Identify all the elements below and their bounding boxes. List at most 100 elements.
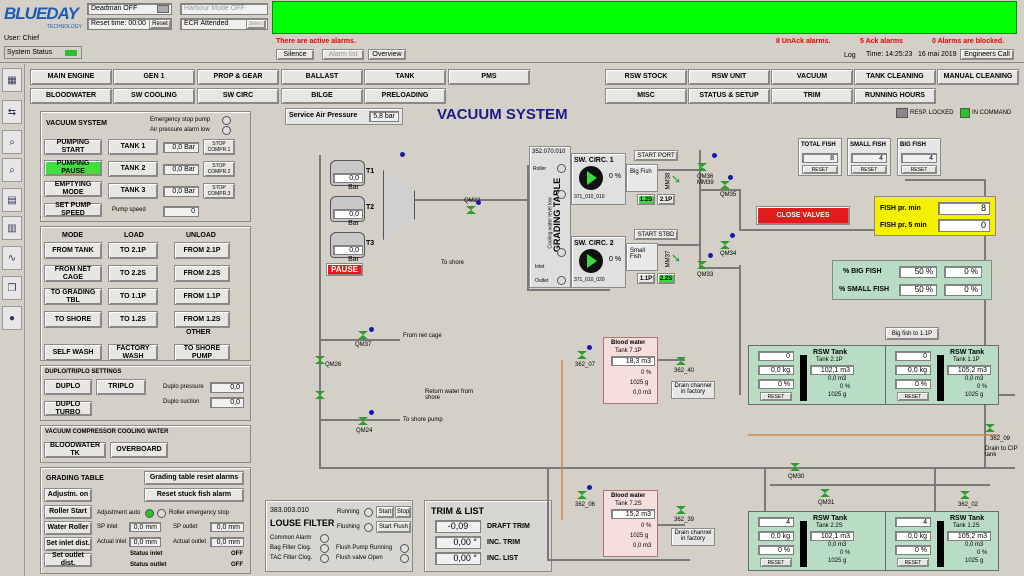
rsw-reset-button[interactable]: RESET xyxy=(897,392,929,401)
counter-reset-button[interactable]: RESET xyxy=(901,165,937,174)
vacuum-tank-button[interactable]: TANK 2 xyxy=(108,161,158,177)
valve-qm31[interactable] xyxy=(820,488,830,498)
counter-reset-button[interactable]: RESET xyxy=(802,165,838,174)
valve-qm30[interactable] xyxy=(790,462,800,472)
reset-button[interactable]: Reset xyxy=(149,19,171,29)
pumping-start-button[interactable]: PUMPING START xyxy=(44,139,102,155)
valve-qm22[interactable] xyxy=(466,205,476,215)
rsw-reset-button[interactable]: RESET xyxy=(897,558,929,567)
nav-button[interactable]: STATUS & SETUP xyxy=(688,88,770,104)
stop-compressor-button[interactable]: STOP COMPR.3 xyxy=(203,183,235,199)
triplo-button[interactable]: TRIPLO xyxy=(96,379,146,395)
nav-button[interactable]: MISC xyxy=(605,88,687,104)
route-2-2s-button[interactable]: 2.2S xyxy=(657,273,675,284)
nav-button[interactable]: RSW STOCK xyxy=(605,69,687,85)
document-icon[interactable]: ▤ xyxy=(2,188,22,212)
mode-button[interactable]: SELF WASH xyxy=(44,344,102,361)
nav-button[interactable]: SW CIRC xyxy=(197,88,279,104)
big-fish-to-1-1p-button[interactable]: Big fish to 1.1P xyxy=(885,327,939,340)
route-2-1p-button[interactable]: 2.1P xyxy=(657,194,675,205)
stop-compressor-button[interactable]: STOP COMPR.1 xyxy=(203,139,235,155)
start-flush-button[interactable]: Start Flush xyxy=(376,521,411,533)
valve-362-06[interactable] xyxy=(577,490,587,500)
water-roller-button[interactable]: Water Roller xyxy=(44,521,92,535)
rsw-reset-button[interactable]: RESET xyxy=(760,558,792,567)
nav-button[interactable]: BLOODWATER xyxy=(30,88,112,104)
bloodwater-tk-button[interactable]: BLOODWATER TK xyxy=(44,442,106,458)
set-outlet-button[interactable]: Set outlet dist. xyxy=(44,552,92,567)
sw-circ-2-pump-icon[interactable] xyxy=(579,249,603,273)
valve-362-02[interactable] xyxy=(960,490,970,500)
valve-qm24[interactable] xyxy=(358,416,368,426)
valve-qm36[interactable] xyxy=(697,162,707,172)
mode-button[interactable]: TO SHORE PUMP xyxy=(174,344,230,361)
overview-button[interactable]: Overview xyxy=(368,49,406,60)
deadman-toggle[interactable] xyxy=(157,5,169,13)
sp-outlet-value[interactable]: 0,0 mm xyxy=(210,522,244,532)
mode-button[interactable]: FROM 1.1P xyxy=(174,288,230,305)
nav-button[interactable]: TRIM xyxy=(771,88,853,104)
louse-start-button[interactable]: Start xyxy=(376,506,394,518)
grading-reset-alarms-button[interactable]: Grading table reset alarms xyxy=(144,471,244,485)
mode-button[interactable]: FROM 2.1P xyxy=(174,242,230,259)
adjust-on-button[interactable]: Adjustm. on xyxy=(44,488,92,502)
route-1-1p-button[interactable]: 1.1P xyxy=(637,273,655,284)
valve-qm34[interactable] xyxy=(720,240,730,250)
search-list-icon[interactable]: ⌕ xyxy=(2,130,22,154)
silence-button[interactable]: Silence xyxy=(276,49,314,60)
start-port-button[interactable]: START PORT xyxy=(634,150,678,161)
roller-start-button[interactable]: Roller Start xyxy=(44,505,92,519)
globe-icon[interactable]: ● xyxy=(2,306,22,330)
valve-qm33[interactable] xyxy=(697,260,707,270)
vacuum-tank-button[interactable]: TANK 3 xyxy=(108,183,158,199)
search-doc-icon[interactable]: ⌕ xyxy=(2,158,22,182)
nav-button[interactable]: PROP & GEAR xyxy=(197,69,279,85)
route-1-2s-button[interactable]: 1.2S xyxy=(637,194,655,205)
valve-qm37[interactable] xyxy=(358,330,368,340)
network-icon[interactable]: ⇆ xyxy=(2,100,22,124)
pause-indicator[interactable]: PAUSE xyxy=(326,263,363,276)
duplo-turbo-button[interactable]: DUPLO TURBO xyxy=(44,401,92,416)
nav-button[interactable]: MANUAL CLEANING xyxy=(937,69,1019,85)
mode-button[interactable]: FROM 1.2S xyxy=(174,311,230,328)
nav-button[interactable]: BILGE xyxy=(281,88,363,104)
sp-inlet-value[interactable]: 0,0 mm xyxy=(129,522,161,532)
sw-circ-1-pump-icon[interactable] xyxy=(579,166,603,190)
copy-icon[interactable]: ❐ xyxy=(2,276,22,300)
mode-button[interactable]: TO 2.1P xyxy=(108,242,158,259)
louse-stop-button[interactable]: Stop xyxy=(395,506,411,518)
duplo-button[interactable]: DUPLO xyxy=(44,379,92,395)
engineers-call-button[interactable]: Engineers Call xyxy=(960,49,1014,60)
mode-button[interactable]: TO 2.2S xyxy=(108,265,158,282)
valve-362-07[interactable] xyxy=(577,350,587,360)
overboard-button[interactable]: OVERBOARD xyxy=(110,442,168,458)
mode-button[interactable]: FACTORY WASH xyxy=(108,344,158,361)
mode-button[interactable]: TO GRADING TBL xyxy=(44,288,102,305)
nav-button[interactable]: TANK CLEANING xyxy=(854,69,936,85)
valve-qm26[interactable] xyxy=(315,355,325,365)
stop-compressor-button[interactable]: STOP COMPR.2 xyxy=(203,161,235,177)
database-icon[interactable]: ▦ xyxy=(2,68,22,92)
nav-button[interactable]: RSW UNIT xyxy=(688,69,770,85)
log-label[interactable]: Log xyxy=(844,52,856,59)
mode-button[interactable]: FROM NET CAGE xyxy=(44,265,102,282)
emptying-mode-button[interactable]: EMPTYING MODE xyxy=(44,181,102,197)
valve-362-09[interactable] xyxy=(985,423,995,433)
set-inlet-button[interactable]: Set inlet dist. xyxy=(44,537,92,551)
nav-button[interactable]: BALLAST xyxy=(281,69,363,85)
nav-button[interactable]: MAIN ENGINE xyxy=(30,69,112,85)
set-pump-speed-button[interactable]: SET PUMP SPEED xyxy=(44,202,102,217)
nav-button[interactable]: GEN 1 xyxy=(113,69,195,85)
nav-button[interactable]: PMS xyxy=(448,69,530,85)
counter-reset-button[interactable]: RESET xyxy=(851,165,887,174)
rsw-reset-button[interactable]: RESET xyxy=(760,392,792,401)
mode-button[interactable]: TO 1.2S xyxy=(108,311,158,328)
select-button[interactable]: Select xyxy=(246,19,266,29)
close-valves-button[interactable]: CLOSE VALVES xyxy=(756,206,850,225)
nav-button[interactable]: TANK xyxy=(364,69,446,85)
valve-362-40[interactable] xyxy=(676,356,686,366)
valve-362-39[interactable] xyxy=(676,505,686,515)
valve-qm25[interactable] xyxy=(315,390,325,400)
start-stbd-button[interactable]: START STBD xyxy=(634,229,678,240)
alarm-list-button[interactable]: Alarm list xyxy=(322,49,364,60)
